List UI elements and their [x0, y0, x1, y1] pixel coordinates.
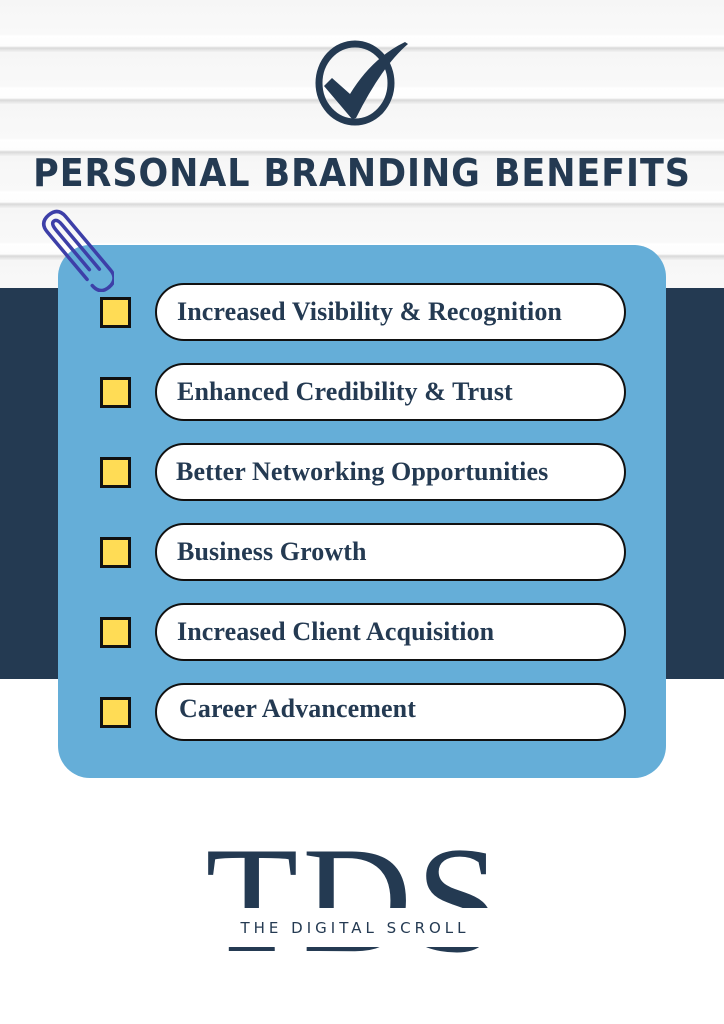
paperclip-icon — [41, 209, 114, 292]
logo-cutout — [200, 908, 510, 947]
benefit-label: Increased Visibility & Recognition — [177, 297, 562, 326]
benefit-row: Increased Visibility & Recognition — [0, 283, 724, 341]
empty-checkbox-icon[interactable] — [100, 297, 131, 328]
benefit-label: Increased Client Acquisition — [177, 617, 495, 646]
benefit-row: Business Growth — [0, 523, 724, 581]
benefit-label: Career Advancement — [179, 694, 416, 723]
empty-checkbox-icon[interactable] — [100, 457, 131, 488]
benefit-row: Better Networking Opportunities — [0, 443, 724, 501]
benefit-pill: Enhanced Credibility & Trust — [155, 363, 626, 421]
brand-logo: TDS THE DIGITAL SCROLL — [200, 816, 510, 984]
benefit-label: Better Networking Opportunities — [176, 457, 549, 486]
check-circle-icon — [315, 40, 408, 126]
benefit-pill: Business Growth — [155, 523, 626, 581]
benefit-label: Enhanced Credibility & Trust — [177, 377, 513, 406]
logo-monogram: TDS — [205, 816, 505, 984]
benefit-pill: Career Advancement — [155, 683, 626, 741]
benefit-pill: Better Networking Opportunities — [155, 443, 626, 501]
benefit-row: Increased Client Acquisition — [0, 603, 724, 661]
benefit-pill: Increased Client Acquisition — [155, 603, 626, 661]
benefit-pill: Increased Visibility & Recognition — [155, 283, 626, 341]
benefit-row: Career Advancement — [0, 683, 724, 741]
benefit-row: Enhanced Credibility & Trust — [0, 363, 724, 421]
empty-checkbox-icon[interactable] — [100, 537, 131, 568]
logo-tagline: THE DIGITAL SCROLL — [240, 919, 470, 937]
empty-checkbox-icon[interactable] — [100, 377, 131, 408]
benefit-label: Business Growth — [177, 537, 367, 566]
page-title: PERSONAL BRANDING BENEFITS — [33, 151, 691, 195]
empty-checkbox-icon[interactable] — [100, 697, 131, 728]
empty-checkbox-icon[interactable] — [100, 617, 131, 648]
